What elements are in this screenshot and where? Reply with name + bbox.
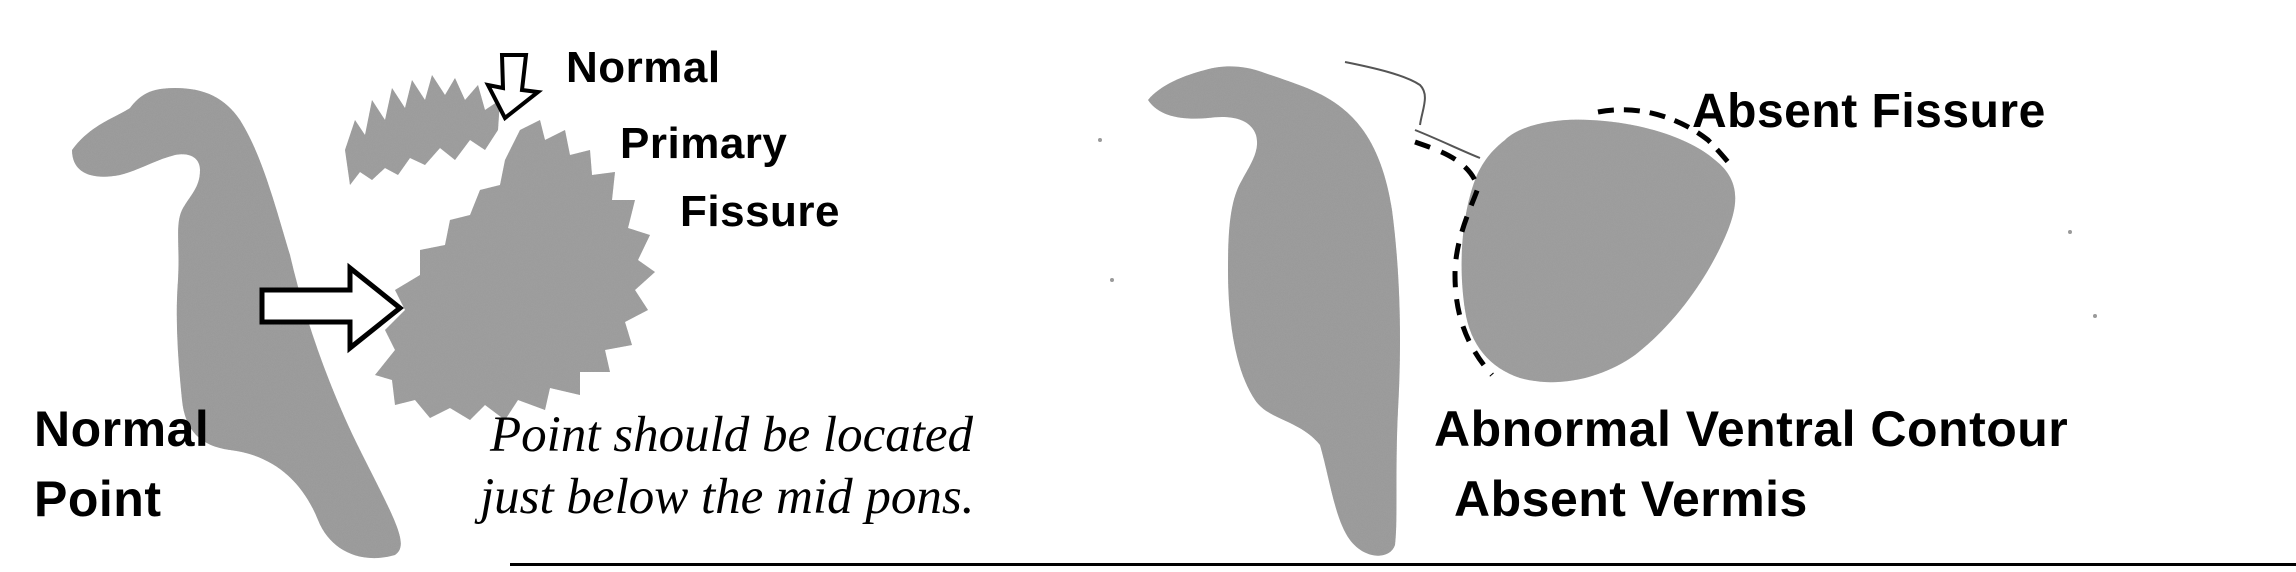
right-brainstem-shape bbox=[1148, 66, 1400, 556]
down-arrow-outline-icon bbox=[484, 53, 543, 122]
note-line-2: just below the mid pons. bbox=[480, 469, 975, 525]
right-cerebellum-shape bbox=[1461, 119, 1736, 383]
left-vermis-shape bbox=[345, 75, 655, 420]
fissure-label-line-2: Primary bbox=[620, 119, 788, 168]
note-line-1: Point should be located bbox=[490, 407, 974, 463]
abnormal-ventral-contour-dashed-line bbox=[1414, 139, 1494, 377]
bottom-divider-rule bbox=[510, 563, 2296, 566]
fissure-label-line-1: Normal bbox=[566, 43, 721, 92]
point-label-line-2: Point bbox=[34, 471, 162, 527]
right-panel-abnormal: Absent Fissure Abnormal Ventral Contour … bbox=[1148, 0, 2296, 572]
absent-fissure-label: Absent Fissure bbox=[1692, 85, 2046, 138]
fissure-label-line-3: Fissure bbox=[680, 187, 841, 236]
right-arrow-outline-icon bbox=[259, 262, 405, 354]
absent-fissure-dashed-line bbox=[1597, 107, 1730, 164]
left-panel-normal: Normal Primary Fissure Normal Point Poin… bbox=[34, 43, 975, 527]
point-label-line-1: Normal bbox=[34, 401, 210, 457]
left-brainstem-shape bbox=[72, 88, 401, 559]
scan-speck-marks bbox=[1098, 138, 2097, 318]
abnormal-ventral-contour-label: Abnormal Ventral Contour bbox=[1434, 401, 2069, 457]
absent-vermis-label: Absent Vermis bbox=[1454, 471, 1808, 527]
right-top-contour-line bbox=[1344, 61, 1481, 159]
